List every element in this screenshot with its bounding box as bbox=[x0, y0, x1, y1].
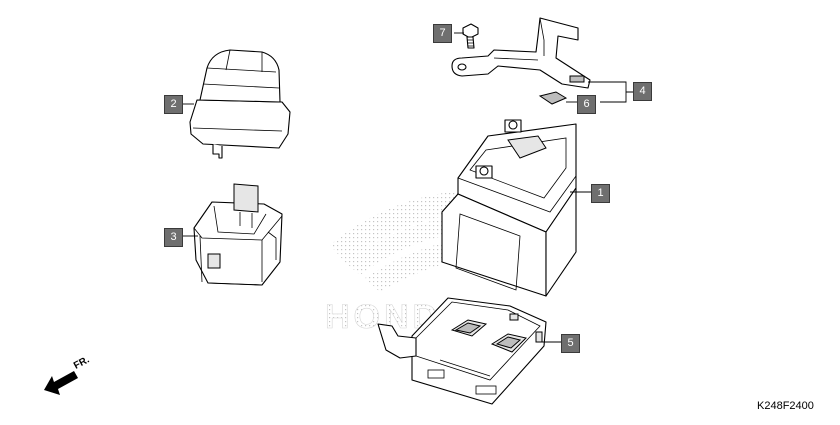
callout-battery-tray: 5 bbox=[561, 334, 580, 353]
battery-case bbox=[193, 183, 283, 286]
battery bbox=[441, 119, 577, 297]
callout-rubber-pad: 6 bbox=[577, 95, 596, 114]
rubber-pad bbox=[538, 91, 568, 105]
callout-battery-bracket: 4 bbox=[633, 82, 652, 101]
callout-bolt: 7 bbox=[433, 24, 452, 43]
leader-lines bbox=[182, 32, 633, 343]
drawing-code: K248F2400 bbox=[757, 400, 814, 412]
battery-terminal-positive bbox=[504, 119, 522, 133]
bolt bbox=[462, 23, 479, 49]
callout-battery-cover: 2 bbox=[164, 95, 183, 114]
tray-pocket-right bbox=[490, 333, 527, 353]
battery-tray bbox=[377, 297, 547, 405]
callout-battery-case: 3 bbox=[164, 228, 183, 247]
front-direction-arrow bbox=[44, 371, 78, 395]
tray-pocket-left bbox=[450, 319, 488, 337]
battery-terminal-negative bbox=[475, 165, 493, 179]
callout-battery: 1 bbox=[591, 184, 610, 203]
battery-bracket bbox=[451, 17, 591, 89]
battery-cover-cap bbox=[189, 49, 291, 159]
